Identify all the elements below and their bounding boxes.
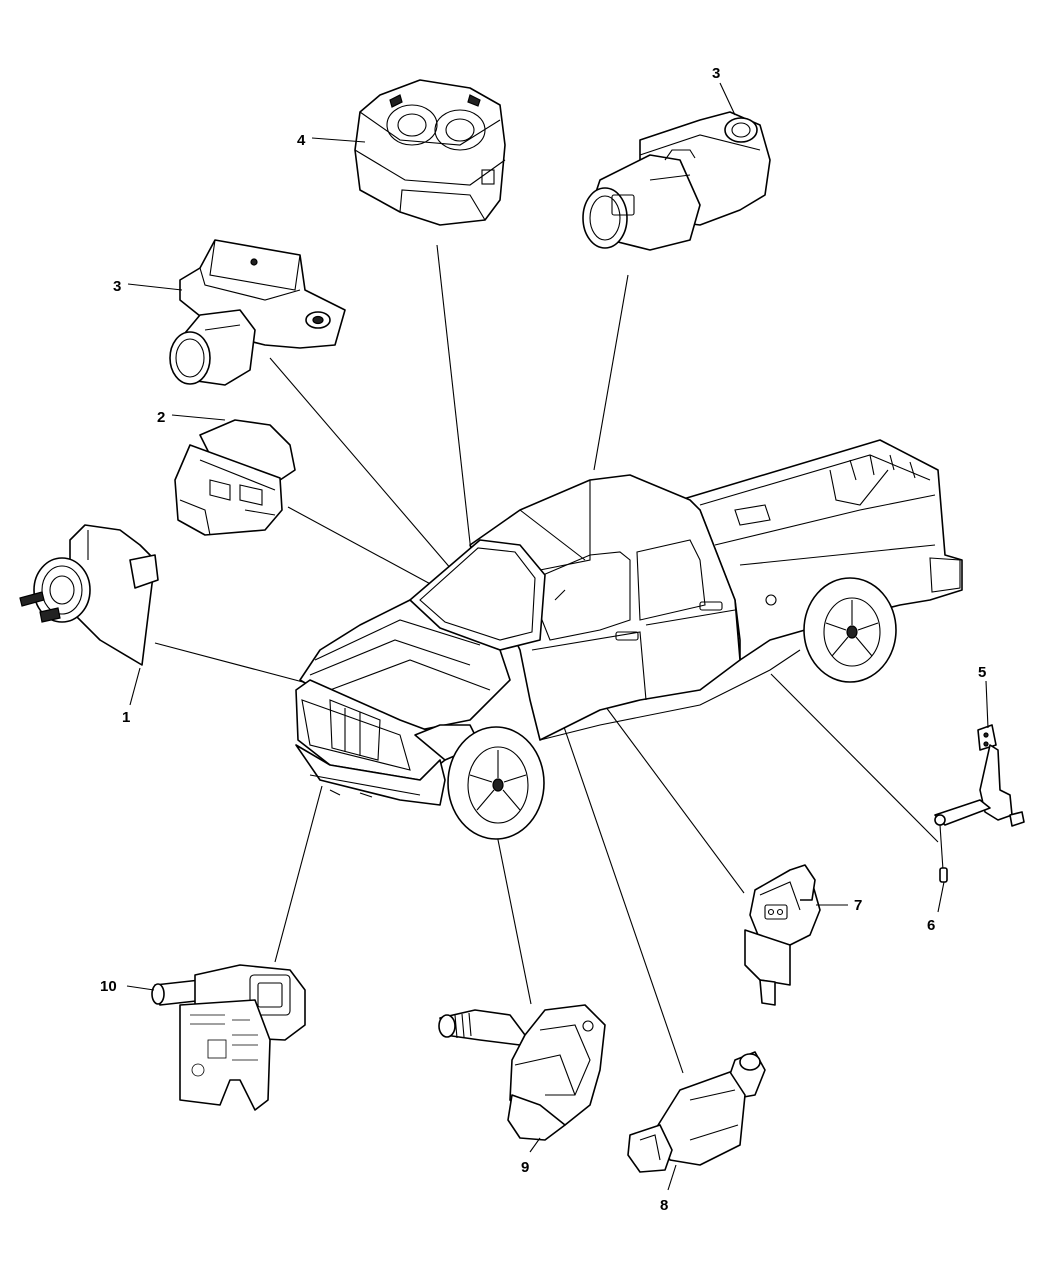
part-7-switch <box>744 864 821 1006</box>
callout-6: 6 <box>927 917 935 934</box>
callout-4: 4 <box>297 132 306 149</box>
part-3-sensor-left <box>169 239 346 386</box>
leader-1 <box>154 642 319 687</box>
callout-3a-leader <box>127 283 183 291</box>
leader-3-top-right <box>593 274 629 471</box>
front-wheel <box>447 726 545 840</box>
part-1-sensor <box>19 524 159 666</box>
callout-3-left: 3 <box>113 278 121 295</box>
callout-4-leader <box>311 137 366 143</box>
part-5-6-sensor <box>934 724 1025 883</box>
callout-6-leader <box>937 881 945 913</box>
callout-7: 7 <box>854 897 862 914</box>
leader-10 <box>274 785 323 963</box>
callout-2-leader <box>171 414 226 421</box>
callout-10-leader <box>126 985 155 991</box>
leader-5-6 <box>770 673 939 843</box>
part-10-sensor <box>151 964 306 1111</box>
part-4-module <box>354 79 506 226</box>
part-3-sensor-right <box>582 111 771 251</box>
part-8-switch <box>627 1051 766 1173</box>
callout-8: 8 <box>660 1197 668 1214</box>
callout-9: 9 <box>521 1159 529 1176</box>
callout-3-right: 3 <box>712 65 720 82</box>
pickup-truck <box>295 439 963 840</box>
leader-3-left <box>269 357 459 578</box>
callout-5: 5 <box>978 664 986 681</box>
callout-5-leader <box>985 680 989 729</box>
leader-4 <box>436 244 477 598</box>
callout-labels: 1 2 3 3 4 5 6 7 8 9 10 <box>100 65 989 1214</box>
callout-10: 10 <box>100 978 117 995</box>
callout-2: 2 <box>157 409 165 426</box>
rear-wheel <box>803 577 897 683</box>
leader-8 <box>552 694 684 1074</box>
callout-1: 1 <box>122 709 130 726</box>
part-2-sensor <box>174 419 296 536</box>
part-9-tpms-sensor <box>438 1004 606 1141</box>
callout-1-leader <box>129 667 141 706</box>
callout-8-leader <box>667 1164 677 1191</box>
callout-9-leader <box>529 1137 541 1153</box>
callout-3b-leader <box>719 82 736 116</box>
